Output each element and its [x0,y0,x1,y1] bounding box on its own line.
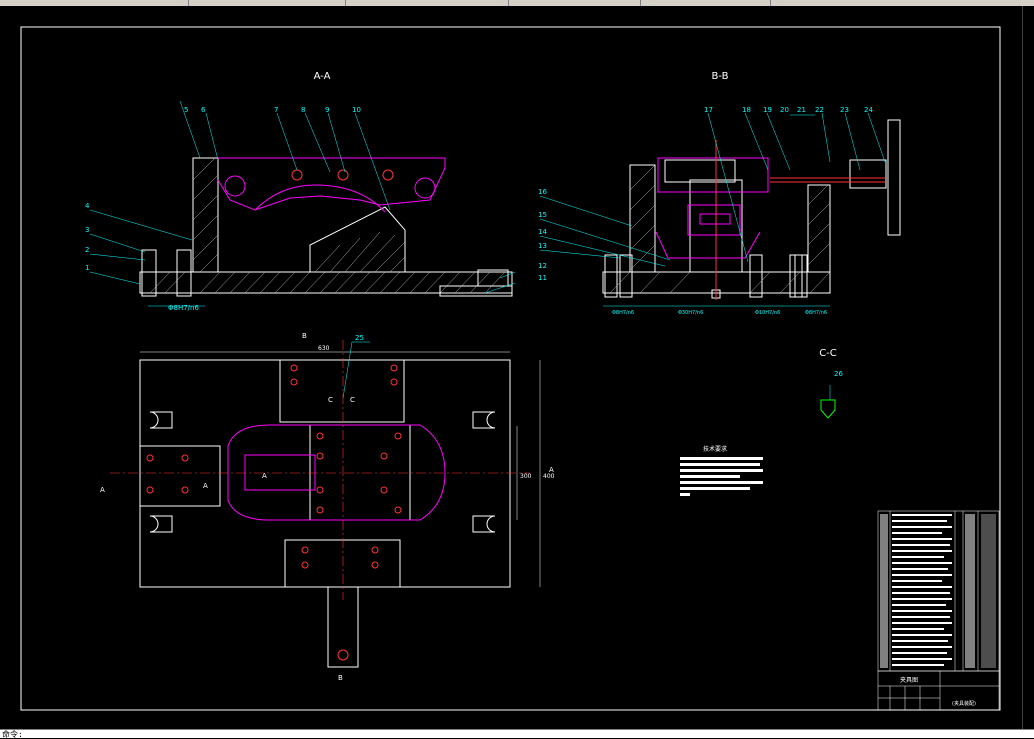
aa-left-upright [192,157,219,273]
aa-workpiece [217,157,446,213]
leader-24: 24 [864,106,873,114]
dim-bb-4: Φ8H7/n6 [805,310,827,316]
parts-list-rows [880,514,996,668]
dim-plan-outer: 400 [543,473,555,480]
aa-slope-block [309,206,406,273]
marker-b-top: B [302,332,307,340]
marker-a-small-2: A [203,482,208,490]
marker-c-right: C [350,396,355,404]
leader-4: 4 [85,202,90,210]
leader-14: 14 [538,228,547,236]
leader-20: 20 [780,106,789,114]
dim-bb-1: Φ8H7/n6 [612,310,634,316]
title-block [877,670,1000,711]
plan-view [139,359,511,668]
dim-bb-3: Φ10H7/n6 [755,310,780,316]
leader-8: 8 [301,106,305,114]
marker-a-left: A [100,486,105,494]
view-label-aa: A-A [314,71,331,82]
leader-5: 5 [184,106,188,114]
dim-plan-width: 630 [318,345,330,352]
leader-11: 11 [538,274,547,282]
plan-workpiece [227,424,446,521]
leader-17: 17 [704,106,713,114]
leader-2: 2 [85,246,89,254]
marker-b-bottom: B [338,674,343,682]
section-bb-view [602,119,901,299]
leader-1: 1 [85,264,89,272]
view-label-cc: C-C [819,348,837,359]
bb-right-upright [807,184,831,273]
leader-25: 25 [355,334,364,342]
title-block-note: (夹具装配) [952,700,976,707]
leader-10: 10 [352,106,361,114]
section-aa-view [139,157,513,297]
plan-base [139,359,511,588]
cad-drawing-canvas[interactable]: A-A [0,0,1022,729]
leader-21: 21 [797,106,806,114]
window-top-bar [0,0,1034,6]
tech-requirements: 技术要求 [680,445,763,496]
leader-16: 16 [538,188,547,196]
marker-c-left: C [328,396,333,404]
leader-9: 9 [325,106,329,114]
tech-req-title: 技术要求 [703,445,727,453]
sheet-border [20,26,1001,711]
leader-12: 12 [538,262,547,270]
bb-left-upright [629,164,656,273]
marker-a-right: A [549,466,554,474]
leader-6: 6 [201,106,206,114]
bb-workpiece [655,157,769,259]
leader-26: 26 [834,370,843,378]
leader-23: 23 [840,106,849,114]
aa-base-plate [139,271,513,294]
leader-13: 13 [538,242,547,250]
command-line[interactable]: 命令: [0,729,1034,739]
view-label-bb: B-B [712,71,729,82]
dim-bb-2: Φ30H7/n6 [678,310,703,316]
leader-19: 19 [763,106,772,114]
section-cc-view: 26 [820,370,843,419]
leader-7: 7 [274,106,278,114]
leader-22: 22 [815,106,824,114]
vertical-scrollbar[interactable] [1022,6,1034,729]
bb-handwheel [887,119,901,236]
title-block-name: 夹具图 [900,676,918,684]
leader-3: 3 [85,226,89,234]
dim-plan-inner: 300 [520,473,532,480]
dim-aa-fit: Φ8H7/n6 [168,304,199,312]
leader-15: 15 [538,211,547,219]
leader-18: 18 [742,106,751,114]
marker-a-small-1: A [262,472,267,480]
